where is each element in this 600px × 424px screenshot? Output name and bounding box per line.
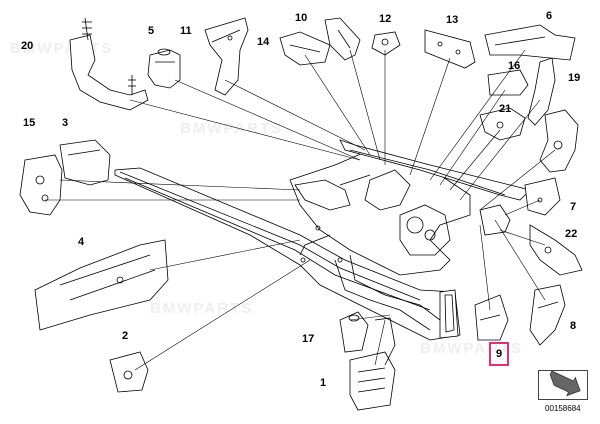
main-frame-assembly: [114, 139, 531, 341]
callout-8[interactable]: 8: [570, 320, 577, 332]
callout-6[interactable]: 6: [546, 10, 553, 22]
callout-11[interactable]: 11: [180, 25, 192, 37]
leader-lines: [45, 49, 556, 371]
part-12-clip: [371, 31, 401, 56]
part-8-bracket: [529, 284, 566, 346]
part-9-bracket: [474, 294, 509, 341]
callout-3[interactable]: 3: [62, 117, 69, 129]
callout-2[interactable]: 2: [122, 330, 129, 342]
callout-7[interactable]: 7: [570, 201, 577, 213]
watermark: BMWPARTS: [420, 340, 524, 357]
part-16-block: [487, 69, 529, 96]
part-3-bracket: [59, 139, 111, 186]
callout-13[interactable]: 13: [446, 14, 459, 26]
part-7-bracket: [524, 177, 561, 216]
callout-10[interactable]: 10: [295, 12, 308, 24]
part-10-bracket: [324, 17, 361, 61]
callout-22[interactable]: 22: [565, 228, 578, 240]
part-22-brace: [529, 224, 583, 276]
callout-19[interactable]: 19: [568, 72, 581, 84]
part-13-strip: [424, 29, 476, 69]
callout-17[interactable]: 17: [302, 333, 315, 345]
callout-4[interactable]: 4: [78, 236, 85, 248]
callout-5[interactable]: 5: [148, 25, 155, 37]
part-1-bracket: [349, 317, 396, 411]
callout-15[interactable]: 15: [23, 117, 36, 129]
part-2-bracket: [109, 351, 149, 393]
callout-21[interactable]: 21: [499, 103, 512, 115]
part-20-bracket: [69, 17, 149, 111]
part-21-bracket: [479, 107, 526, 141]
callout-20[interactable]: 20: [21, 40, 34, 52]
part-15-plate: [19, 154, 63, 216]
part-19-arm: [527, 57, 556, 126]
callout-1[interactable]: 1: [320, 377, 327, 389]
part-6-bracket: [484, 24, 576, 61]
callout-14[interactable]: 14: [257, 36, 270, 48]
callout-16[interactable]: 16: [508, 60, 521, 72]
part-18-brace: [539, 109, 579, 173]
part-14-plate: [279, 31, 331, 66]
direction-arrow-icon: [538, 370, 588, 400]
part-17-mount: [339, 311, 369, 353]
callout-9-highlighted[interactable]: 9: [489, 342, 509, 366]
part-4-rail: [34, 239, 169, 331]
diagram-reference-number: 00158684: [545, 404, 581, 413]
part-5-mount: [147, 48, 181, 89]
part-11-bracket: [204, 17, 249, 96]
callout-12[interactable]: 12: [379, 13, 392, 25]
